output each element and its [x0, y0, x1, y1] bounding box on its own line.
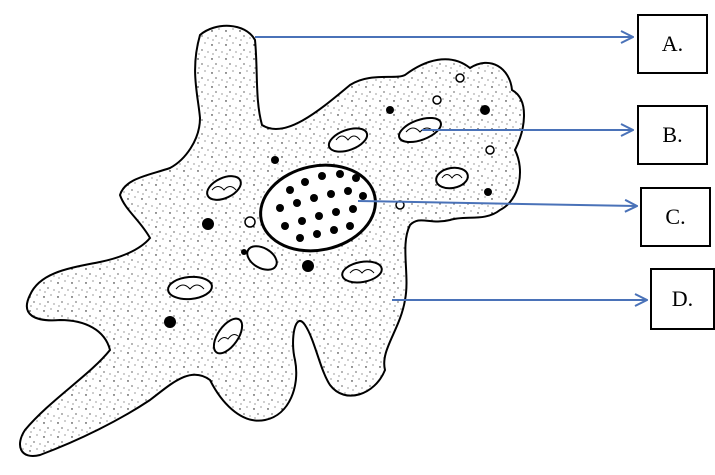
- cell-membrane: [20, 26, 524, 456]
- label-c: C.: [640, 187, 711, 247]
- label-d: D.: [650, 268, 715, 330]
- label-b: B.: [637, 105, 708, 165]
- label-a: A.: [637, 14, 708, 74]
